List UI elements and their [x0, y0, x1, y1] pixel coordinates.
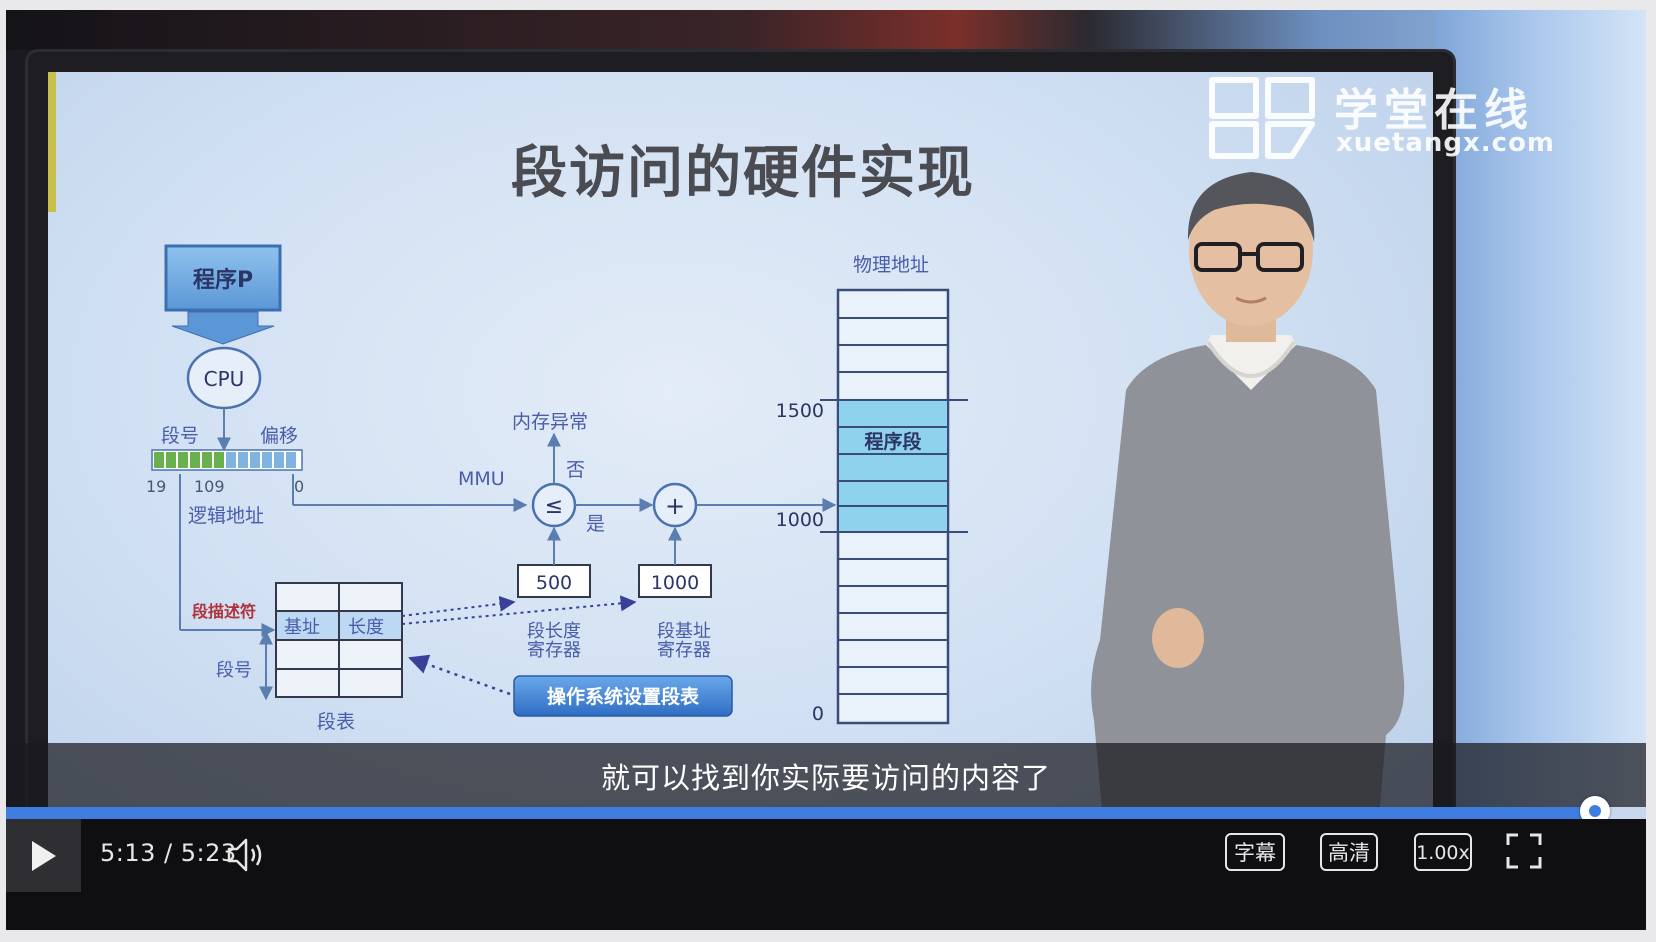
player-controls: 5:13 / 5:23 字幕 高清 1.00x — [6, 819, 1646, 930]
subtitles-button[interactable]: 字幕 — [1225, 833, 1285, 871]
quality-button[interactable]: 高清 — [1320, 833, 1378, 871]
memory-exception-label: 内存异常 — [512, 411, 588, 433]
adder-node: + — [652, 482, 698, 528]
cpu-label: CPU — [204, 367, 245, 391]
slide-accent-bar — [48, 72, 56, 212]
length-register-value: 500 — [536, 572, 572, 594]
fullscreen-icon — [1506, 833, 1542, 869]
volume-icon — [227, 838, 262, 872]
program-down-arrow — [171, 311, 275, 345]
segment-table-label: 段表 — [317, 711, 355, 733]
os-setup-banner: 操作系统设置段表 — [513, 675, 733, 717]
logical-address-label: 逻辑地址 — [188, 505, 264, 527]
segment-no-label: 段号 — [161, 425, 199, 447]
slide-title: 段访问的硬件实现 — [511, 141, 975, 206]
xuetangx-watermark: 学堂在线 xuetangx.com — [1206, 70, 1554, 170]
playback-speed-button[interactable]: 1.00x — [1414, 833, 1472, 871]
base-register-label-1: 段基址 — [657, 621, 711, 642]
address-1500-label: 1500 — [776, 400, 824, 422]
os-setup-label: 操作系统设置段表 — [547, 685, 700, 708]
table-to-base-register-dotted — [401, 595, 637, 625]
length-column-label: 长度 — [348, 617, 384, 638]
segment-table-index-label: 段号 — [216, 660, 252, 681]
length-register-label-1: 段长度 — [527, 621, 581, 642]
yes-label: 是 — [586, 513, 605, 535]
studio-background-right — [1436, 10, 1646, 855]
program-segment-label: 程序段 — [864, 430, 922, 453]
length-register-label-2: 寄存器 — [527, 640, 581, 661]
fullscreen-button[interactable] — [1506, 833, 1542, 873]
play-icon — [32, 841, 56, 871]
physical-memory-column — [820, 288, 968, 725]
segment-descriptor-label: 段描述符 — [192, 602, 256, 621]
mmu-label: MMU — [458, 468, 505, 490]
os-to-table-dotted — [408, 654, 511, 696]
subtitle-text: 就可以找到你实际要访问的内容了 — [600, 761, 1051, 795]
video-player[interactable]: 段访问的硬件实现 — [6, 10, 1646, 930]
address-0-label: 0 — [812, 703, 824, 725]
adder-symbol: + — [665, 492, 685, 520]
progress-fill — [6, 807, 1595, 819]
comparator-symbol: ≤ — [545, 494, 563, 519]
length-register: 500 — [517, 564, 591, 598]
volume-button[interactable] — [226, 837, 266, 877]
bit-109-label: 109 — [194, 477, 225, 496]
book-logo-icon — [1209, 77, 1315, 159]
base-register: 1000 — [638, 564, 712, 598]
video-frame[interactable]: 段访问的硬件实现 — [6, 10, 1646, 855]
bit-19-label: 19 — [146, 477, 166, 496]
time-display: 5:13 / 5:23 — [100, 839, 237, 867]
subtitle-bar: 就可以找到你实际要访问的内容了 — [6, 743, 1646, 807]
address-1000-label: 1000 — [776, 509, 824, 531]
physical-address-label: 物理地址 — [853, 254, 929, 276]
cpu-node: CPU — [186, 346, 262, 410]
comparator-node: ≤ — [531, 482, 577, 528]
watermark-brand-cn: 学堂在线 — [1334, 85, 1534, 136]
offset-label: 偏移 — [260, 425, 298, 447]
progress-bar[interactable] — [6, 796, 1646, 826]
program-p-label: 程序P — [193, 267, 253, 293]
studio-background-top — [6, 10, 1646, 50]
no-label: 否 — [566, 459, 585, 481]
table-to-length-register-dotted — [401, 595, 516, 617]
segment-table — [275, 582, 403, 698]
base-register-value: 1000 — [651, 572, 699, 594]
base-column-label: 基址 — [284, 617, 320, 638]
segment-access-diagram: 程序P CPU 段号 偏移 — [146, 244, 968, 733]
program-p-box: 程序P — [164, 244, 282, 312]
logical-address-bits — [151, 449, 303, 471]
presenter-figure — [1091, 172, 1405, 855]
watermark-brand-en: xuetangx.com — [1336, 128, 1556, 158]
bit-0-label: 0 — [294, 477, 304, 496]
base-register-label-2: 寄存器 — [657, 640, 711, 661]
play-button[interactable] — [6, 819, 81, 892]
